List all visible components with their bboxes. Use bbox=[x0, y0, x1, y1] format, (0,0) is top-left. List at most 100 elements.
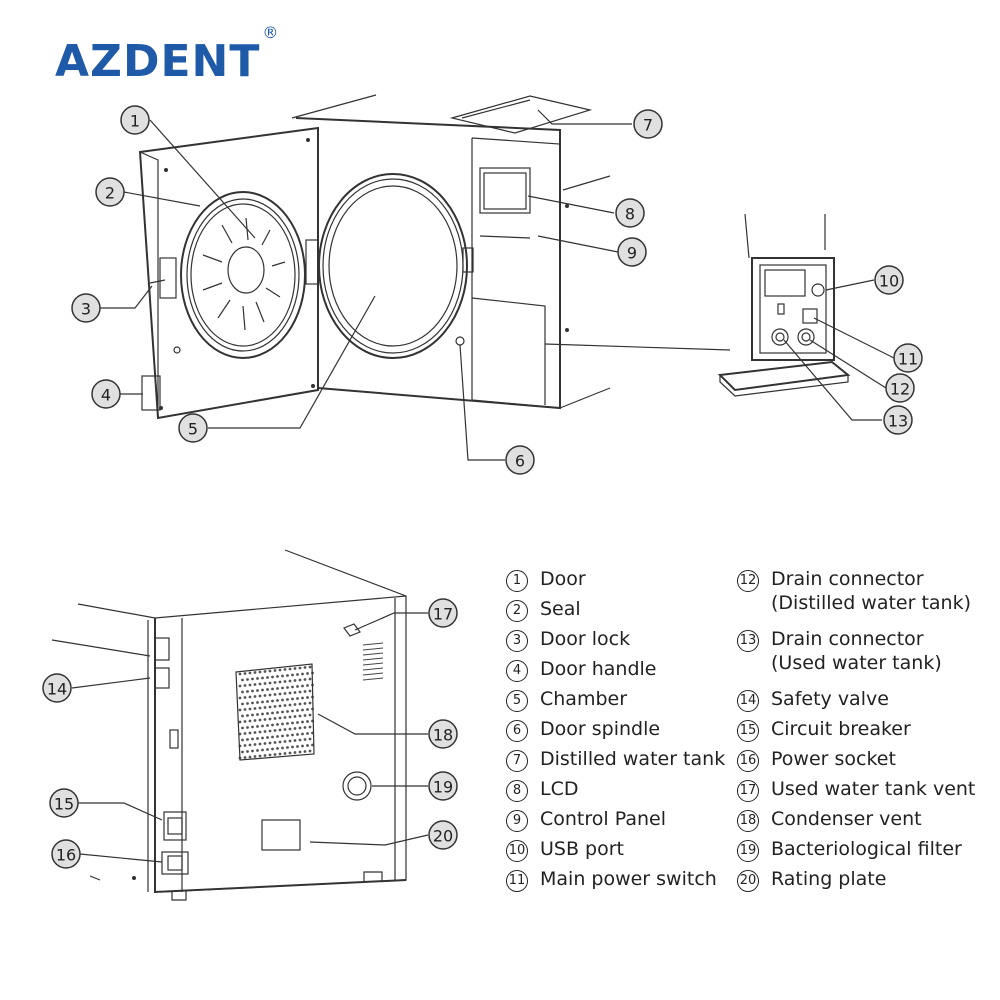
grille-hole bbox=[308, 725, 312, 729]
grille-hole bbox=[243, 696, 247, 699]
callout-1: 1 bbox=[120, 105, 150, 135]
callout-3: 3 bbox=[71, 293, 101, 323]
grille-hole bbox=[256, 725, 259, 728]
callout-9: 9 bbox=[617, 237, 647, 267]
legend-label-line: Used water tank vent bbox=[771, 778, 976, 800]
grille-hole bbox=[306, 720, 309, 723]
legend-number: 9 bbox=[506, 810, 528, 832]
callout-badge bbox=[42, 673, 72, 703]
grille-hole bbox=[288, 715, 292, 719]
grille-hole bbox=[273, 669, 277, 672]
grille-hole bbox=[296, 673, 299, 676]
grille-hole bbox=[288, 667, 292, 671]
grille-hole bbox=[291, 673, 294, 677]
legend-label-line: LCD bbox=[540, 778, 579, 800]
grille-hole bbox=[253, 671, 257, 674]
callout-16: 16 bbox=[51, 839, 81, 869]
grille-hole bbox=[271, 747, 274, 751]
legend-label: Door spindle bbox=[540, 717, 660, 741]
grille-hole bbox=[283, 716, 287, 719]
legend-label-line-2: (Used water tank) bbox=[771, 652, 942, 674]
grille-hole bbox=[283, 728, 287, 731]
callout-number: 1 bbox=[130, 112, 140, 131]
grille-hole bbox=[256, 713, 259, 716]
grille-hole bbox=[298, 702, 302, 706]
grille-hole bbox=[276, 687, 279, 690]
grille-hole bbox=[256, 749, 259, 752]
legend-label: Condenser vent bbox=[771, 807, 922, 831]
grille-hole bbox=[271, 723, 274, 727]
legend-label-line: Door bbox=[540, 568, 586, 590]
legend-label: Bacteriological filter bbox=[771, 837, 962, 861]
grille-hole bbox=[261, 676, 264, 680]
grille-hole bbox=[263, 718, 267, 721]
grille-hole bbox=[283, 740, 287, 743]
grille-hole bbox=[258, 754, 262, 758]
drawer-zoom bbox=[717, 213, 851, 397]
grille-hole bbox=[291, 745, 294, 749]
grille-hole bbox=[243, 756, 247, 759]
grille-hole bbox=[276, 699, 279, 702]
callout-number: 16 bbox=[56, 846, 76, 865]
legend-label: Circuit breaker bbox=[771, 717, 911, 741]
grille-hole bbox=[281, 746, 284, 750]
grille-hole bbox=[263, 694, 267, 697]
legend-label-line-2: (Distilled water tank) bbox=[771, 592, 972, 614]
grille-hole bbox=[263, 754, 267, 757]
grille-hole bbox=[248, 719, 252, 723]
legend-number: 12 bbox=[737, 570, 759, 592]
grille-hole bbox=[308, 701, 312, 705]
legend-label-line: Distilled water tank bbox=[540, 748, 726, 770]
grille-hole bbox=[271, 699, 274, 703]
grille-hole bbox=[241, 690, 244, 694]
callout-number: 2 bbox=[105, 184, 115, 203]
grille-hole bbox=[256, 689, 259, 692]
grille-hole bbox=[268, 741, 272, 745]
callout-badge bbox=[95, 177, 125, 207]
rear-view-drawing: (function(){ var g = document.currentScr… bbox=[51, 549, 407, 901]
grille-hole bbox=[293, 703, 297, 706]
grille-hole bbox=[246, 714, 249, 717]
grille-hole bbox=[281, 734, 284, 738]
grille-hole bbox=[256, 737, 259, 740]
callout-badge bbox=[615, 198, 645, 228]
grille-hole bbox=[288, 751, 292, 755]
grille-hole bbox=[298, 678, 302, 682]
grille-hole bbox=[308, 737, 312, 741]
grille-hole bbox=[301, 684, 304, 688]
grille-hole bbox=[238, 696, 242, 700]
grille-hole bbox=[296, 685, 299, 688]
grille-hole bbox=[261, 700, 264, 704]
grille-hole bbox=[293, 691, 297, 694]
legend-label: Rating plate bbox=[771, 867, 886, 891]
callout-number: 9 bbox=[627, 244, 637, 263]
grille-hole bbox=[296, 733, 299, 736]
legend-number: 14 bbox=[737, 690, 759, 712]
callout-number: 20 bbox=[433, 827, 453, 846]
callout-6: 6 bbox=[505, 445, 535, 475]
grille-hole bbox=[293, 667, 297, 670]
callout-18: 18 bbox=[428, 719, 458, 749]
grille-hole bbox=[271, 735, 274, 739]
callout-20: 20 bbox=[428, 820, 458, 850]
callout-number: 12 bbox=[890, 380, 910, 399]
grille-hole bbox=[251, 713, 254, 717]
grille-hole bbox=[276, 675, 279, 678]
callout-7: 7 bbox=[633, 109, 663, 139]
grille-hole bbox=[246, 738, 249, 741]
grille-hole bbox=[266, 700, 269, 703]
callout-19: 19 bbox=[428, 771, 458, 801]
callout-number: 18 bbox=[433, 726, 453, 745]
grille-hole bbox=[273, 705, 277, 708]
grille-hole bbox=[261, 724, 264, 728]
grille-hole bbox=[251, 737, 254, 741]
legend-label: Drain connector(Distilled water tank) bbox=[771, 567, 971, 615]
legend-number: 17 bbox=[737, 780, 759, 802]
grille-hole bbox=[271, 687, 274, 691]
callout-number: 19 bbox=[433, 778, 453, 797]
legend-number: 4 bbox=[506, 660, 528, 682]
grille-hole bbox=[271, 711, 274, 715]
grille-hole bbox=[278, 752, 282, 756]
grille-hole bbox=[248, 707, 252, 711]
